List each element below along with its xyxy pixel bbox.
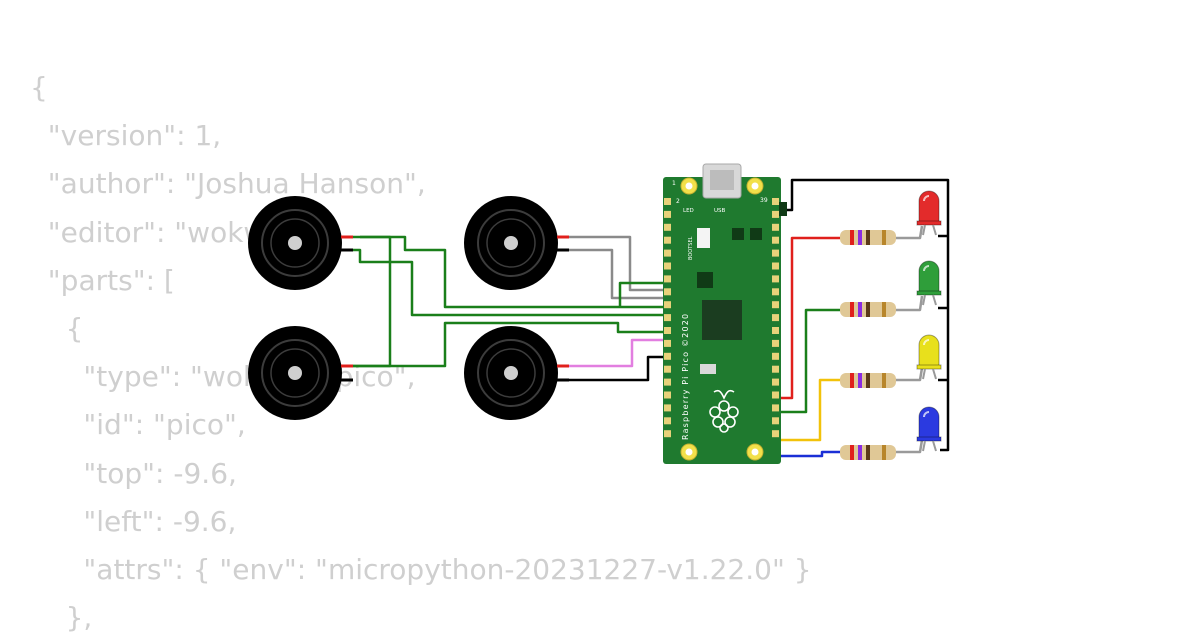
- code-line: {: [30, 71, 48, 104]
- wire-violet[interactable]: [558, 338, 668, 368]
- wire-yellow[interactable]: [775, 378, 840, 442]
- pin-pad[interactable]: [664, 275, 671, 283]
- wire-gray[interactable]: [896, 439, 924, 454]
- wire-green[interactable]: [342, 248, 668, 317]
- board-label: Raspberry Pi Pico ©2020: [681, 313, 690, 440]
- wire-green[interactable]: [618, 281, 668, 307]
- led-green[interactable]: [916, 260, 942, 306]
- pin-pad[interactable]: [772, 262, 779, 270]
- pin-pad[interactable]: [664, 378, 671, 386]
- buzzer-1[interactable]: [248, 196, 353, 290]
- pin-pad[interactable]: [664, 249, 671, 257]
- leds: [916, 190, 942, 452]
- pin-pad[interactable]: [772, 339, 779, 347]
- pin-pad[interactable]: [772, 352, 779, 360]
- wire-gray[interactable]: [896, 367, 924, 382]
- led-label: LED: [683, 208, 694, 214]
- pin-pad[interactable]: [664, 430, 671, 438]
- pin-pad[interactable]: [772, 404, 779, 412]
- pin-pad[interactable]: [772, 198, 779, 205]
- wire-blue[interactable]: [775, 450, 840, 458]
- pin-pad[interactable]: [772, 314, 779, 322]
- pin-pad[interactable]: [772, 275, 779, 283]
- pin-pad[interactable]: [664, 223, 671, 231]
- pin-pad[interactable]: [664, 352, 671, 360]
- wire-green[interactable]: [342, 321, 668, 368]
- raspberry-logo-icon: [709, 389, 739, 433]
- pin-pad[interactable]: [772, 236, 779, 244]
- pin-pad[interactable]: [772, 249, 779, 257]
- pin-pad[interactable]: [664, 339, 671, 347]
- resistor-3[interactable]: [840, 373, 896, 388]
- code-line: {: [30, 311, 84, 345]
- code-line: "attrs": { "env": "micropython-20231227-…: [30, 552, 812, 586]
- rp2040-chip: [702, 300, 742, 340]
- wire-black[interactable]: [782, 178, 950, 452]
- wire-gray[interactable]: [558, 248, 668, 300]
- wires: [342, 178, 950, 458]
- pin-pad[interactable]: [664, 236, 671, 244]
- pin-pad[interactable]: [664, 288, 671, 296]
- code-line: },: [30, 601, 93, 635]
- pin-pad[interactable]: [664, 314, 671, 322]
- buzzer-3[interactable]: [248, 326, 353, 420]
- pin-pad[interactable]: [664, 262, 671, 270]
- pin-pad[interactable]: [664, 404, 671, 412]
- pin-pad[interactable]: [772, 288, 779, 296]
- wire-black[interactable]: [558, 355, 668, 382]
- wire-red[interactable]: [775, 236, 840, 400]
- bootsel-button[interactable]: [697, 228, 710, 248]
- pin-pad[interactable]: [664, 198, 671, 205]
- usb-label: USB: [714, 208, 726, 214]
- pin-pad[interactable]: [772, 430, 779, 438]
- pin-pad[interactable]: [772, 417, 779, 425]
- pin-header-right[interactable]: [772, 198, 779, 438]
- led-red[interactable]: [916, 190, 942, 236]
- pin-pad[interactable]: [664, 327, 671, 334]
- resistors: [840, 230, 896, 460]
- code-line: "top": -9.6,: [30, 456, 237, 490]
- pin-pad[interactable]: [772, 391, 779, 399]
- wire-gray[interactable]: [896, 295, 924, 312]
- pin-pad[interactable]: [772, 378, 779, 386]
- wire-green[interactable]: [775, 308, 840, 414]
- buzzer-2[interactable]: [464, 196, 569, 290]
- pin-pad[interactable]: [772, 210, 779, 218]
- pin-pad[interactable]: [664, 365, 671, 373]
- pin-pad[interactable]: [664, 210, 671, 218]
- resistor-1[interactable]: [840, 230, 896, 245]
- pi-pico-board[interactable]: 1 2 39 LED USB BOOTSEL Raspberry Pi Pico…: [663, 163, 787, 464]
- led-yellow[interactable]: [916, 334, 942, 380]
- pin-pad[interactable]: [772, 327, 779, 334]
- led-blue[interactable]: [916, 406, 942, 452]
- pin-pad[interactable]: [772, 301, 779, 309]
- pin-pad[interactable]: [772, 365, 779, 373]
- pin-pad[interactable]: [664, 391, 671, 399]
- bootsel-label: BOOTSEL: [688, 236, 694, 260]
- code-line: "author": "Joshua Hanson",: [30, 167, 426, 201]
- pin-label: 2: [676, 198, 680, 205]
- code-line: "left": -9.6,: [30, 504, 237, 538]
- wire-green[interactable]: [342, 235, 392, 368]
- pin-label: 39: [760, 197, 768, 204]
- code-line: "parts": [: [30, 263, 175, 297]
- pin-pad[interactable]: [772, 223, 779, 231]
- wire-green[interactable]: [342, 235, 668, 309]
- pin-pad[interactable]: [664, 417, 671, 425]
- code-line: "id": "pico",: [30, 408, 246, 442]
- buzzer-4[interactable]: [464, 326, 569, 420]
- pin-pad[interactable]: [664, 301, 671, 309]
- wire-gray[interactable]: [558, 235, 668, 292]
- diagram-json-code: { "version": 1, "author": "Joshua Hanson…: [30, 64, 812, 642]
- resistor-2[interactable]: [840, 302, 896, 317]
- code-line: "version": 1,: [30, 119, 222, 153]
- resistor-4[interactable]: [840, 445, 896, 460]
- pin-header-left[interactable]: [664, 198, 671, 438]
- pin-label: 1: [672, 180, 676, 187]
- wire-gray[interactable]: [896, 225, 924, 240]
